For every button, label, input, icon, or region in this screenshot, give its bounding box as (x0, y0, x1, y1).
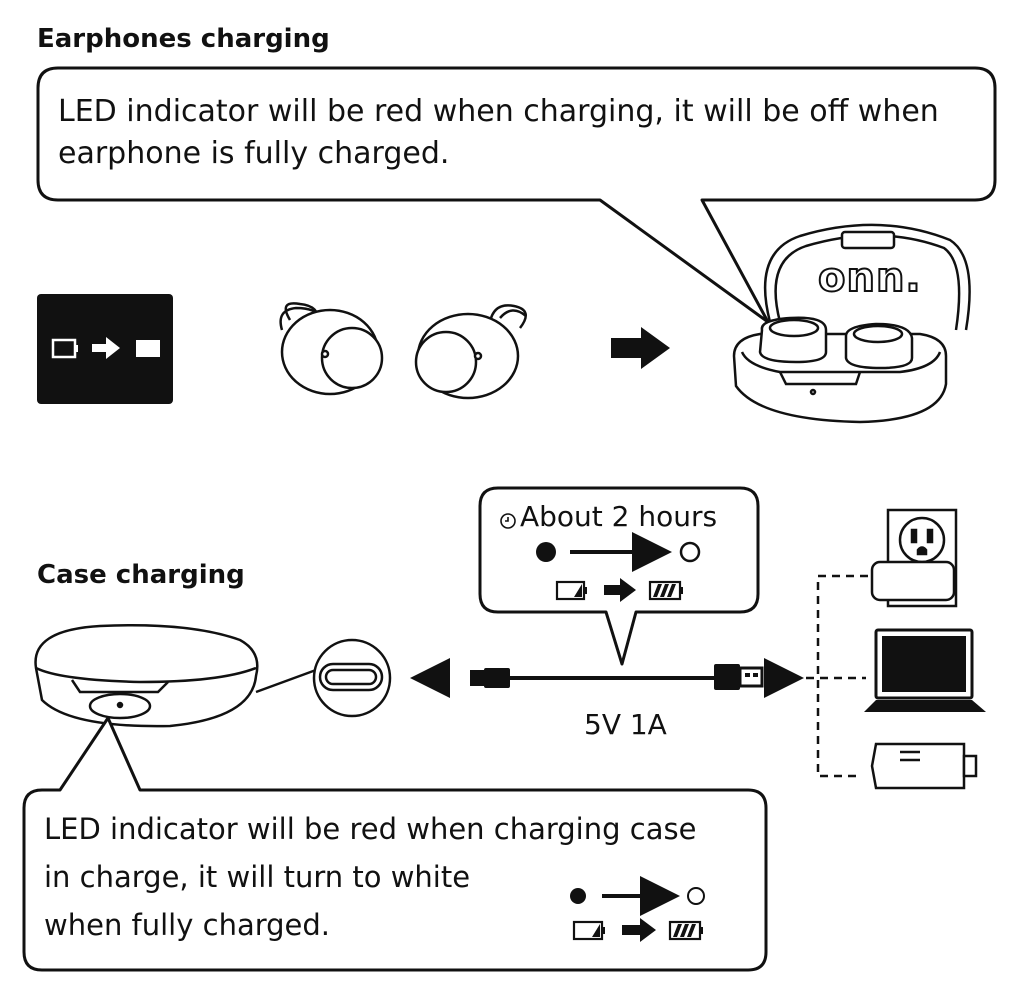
arrow-right-icon (92, 337, 120, 359)
car-charger-icon (870, 742, 978, 790)
bold-arrow-right-icon (611, 327, 670, 369)
led-transition-lower (570, 876, 705, 916)
charge-time-callout (478, 486, 760, 666)
battery-full-icon (136, 340, 160, 357)
wall-outlet-icon (870, 508, 958, 608)
clock-icon (500, 513, 516, 529)
led-transition-upper (536, 532, 701, 572)
case-callout-bubble (22, 716, 768, 972)
battery-full-icon (648, 580, 683, 601)
led-hollow-icon (679, 541, 701, 563)
led-hollow-icon (687, 887, 705, 905)
battery-empty-icon (51, 338, 78, 359)
power-source-connectors (806, 574, 868, 778)
arrow-right-icon (622, 918, 656, 942)
earphones-heading: Earphones charging (37, 24, 330, 54)
right-earbud-illustration (414, 304, 527, 400)
battery-badge (37, 294, 173, 404)
closed-charging-case-illustration (34, 624, 259, 728)
laptop-icon (864, 628, 986, 712)
left-earbud-illustration (279, 302, 384, 396)
case-callout-line-3: when fully charged. (44, 908, 331, 942)
open-charging-case-illustration (732, 223, 971, 424)
earphones-callout-line-1: LED indicator will be red when charging,… (58, 94, 939, 129)
earphones-callout-bubble (36, 66, 997, 324)
usb-cable-illustration (410, 658, 804, 698)
case-callout-line-1: LED indicator will be red when charging … (44, 812, 697, 846)
charge-time-label: About 2 hours (520, 500, 718, 533)
battery-low-icon (555, 580, 587, 601)
battery-low-icon (572, 920, 605, 941)
arrow-right-icon (604, 578, 636, 602)
case-callout-line-2: in charge, it will turn to white (44, 860, 471, 894)
earphones-callout-line-2: earphone is fully charged. (58, 136, 450, 171)
usb-c-port-zoom (255, 638, 392, 718)
case-heading: Case charging (37, 560, 245, 590)
led-filled-icon (536, 542, 556, 562)
power-spec-label: 5V 1A (584, 708, 667, 741)
led-filled-icon (570, 888, 586, 904)
case-logo: onn. (817, 254, 922, 302)
battery-transition-lower (572, 918, 703, 942)
battery-full-icon (668, 920, 703, 941)
battery-transition-upper (555, 578, 683, 602)
